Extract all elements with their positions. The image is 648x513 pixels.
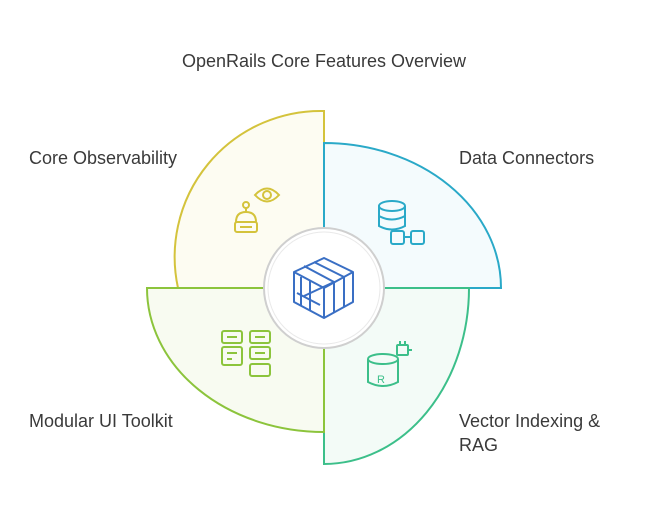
database-icon — [378, 200, 406, 231]
eye-icon — [253, 187, 281, 203]
label-data-connectors: Data Connectors — [459, 148, 595, 168]
database-chip-icon: R — [367, 341, 412, 387]
layout-grid-icon — [221, 330, 271, 377]
robot-icon — [234, 201, 258, 233]
label-modular-ui: Modular UI Toolkit — [29, 411, 173, 431]
glasses-icon — [390, 230, 425, 245]
diagram-title: OpenRails Core Features Overview — [181, 51, 467, 71]
label-vector-indexing: Vector Indexing & RAG — [459, 411, 601, 455]
cube-lattice-icon — [293, 257, 354, 319]
label-core-observability: Core Observability — [29, 148, 178, 168]
svg-text:R: R — [377, 374, 385, 386]
